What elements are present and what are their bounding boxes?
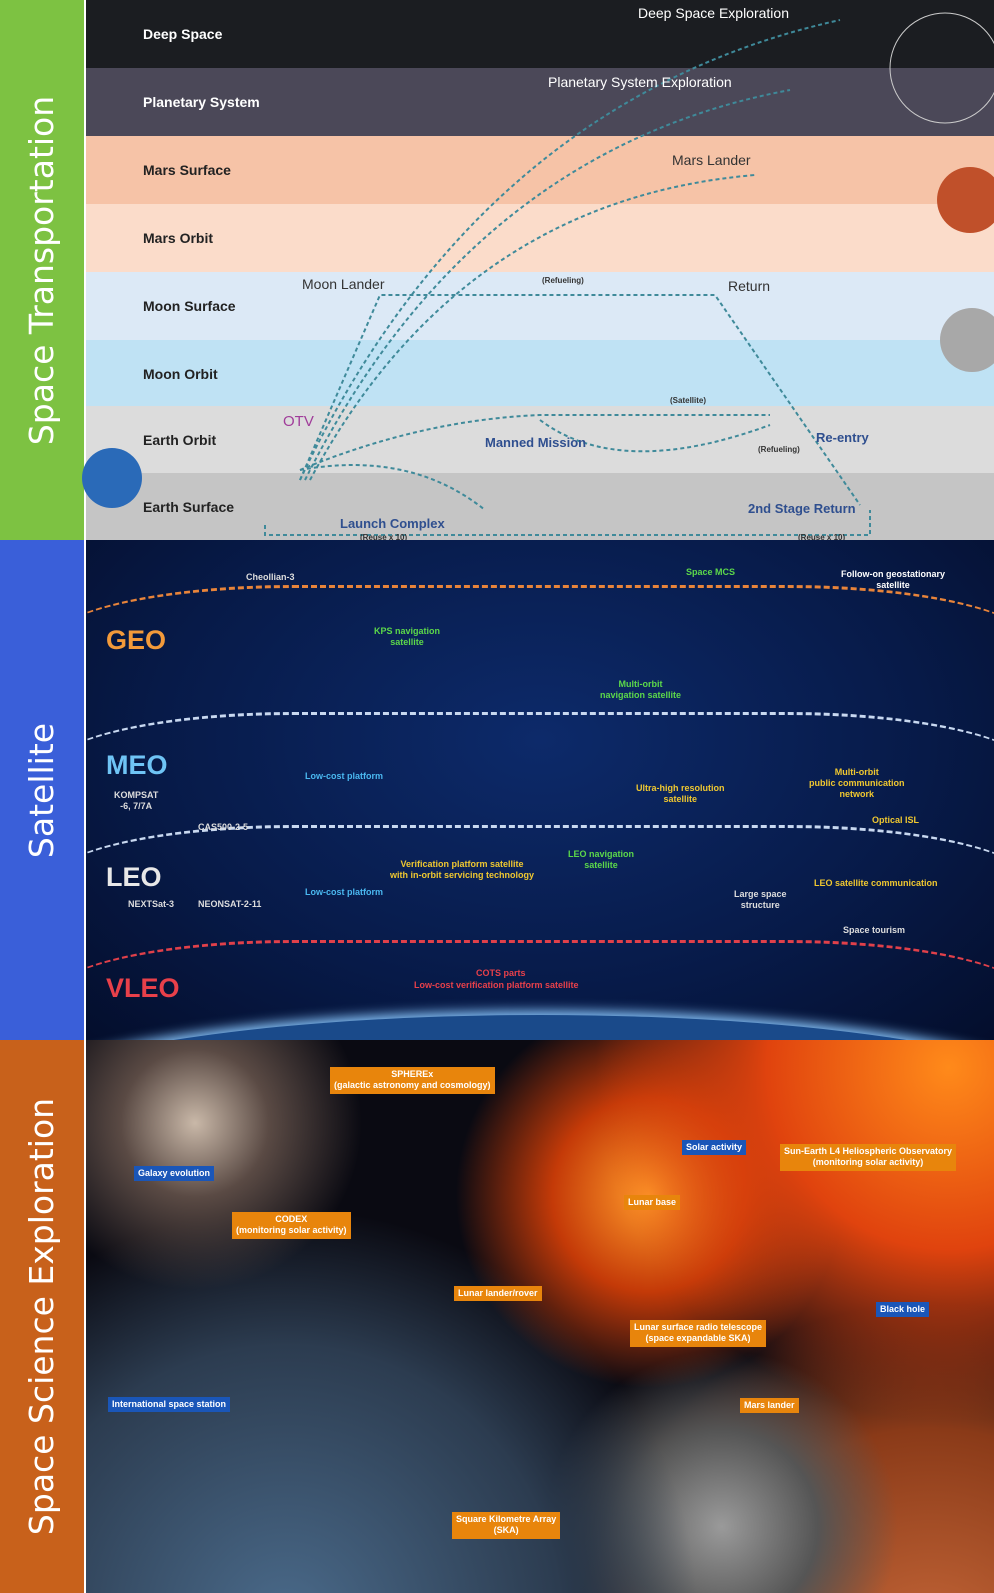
label-kps: KPS navigation satellite: [374, 626, 441, 647]
satellite-panel: GEO MEO LEO VLEO Cheollian-3 KPS navigat…: [86, 540, 994, 1040]
label-space-tourism: Space tourism: [843, 925, 906, 935]
row-mars-surface: Mars Surface: [86, 136, 994, 204]
label-lunar-base: Lunar base: [624, 1195, 681, 1211]
label-launch-complex: Launch Complex: [340, 516, 445, 531]
label-refueling: (Refueling): [542, 276, 584, 285]
label-ska: Square Kilometre Array (SKA): [452, 1512, 561, 1539]
row-moon-orbit: Moon Orbit: [86, 340, 994, 408]
row-earth-surface: Earth Surface: [86, 473, 994, 540]
label-neonsat: NEONSAT-2-11: [198, 899, 262, 909]
label-deep-space-exploration: Deep Space Exploration: [638, 5, 789, 21]
label-satellite: (Satellite): [670, 396, 707, 405]
label-spherex: SPHEREx (galactic astronomy and cosmolog…: [330, 1067, 495, 1094]
label-cots: COTS parts: [476, 968, 526, 978]
label-manned-mission: Manned Mission: [485, 435, 587, 450]
row-moon-surface: Moon Surface: [86, 272, 994, 340]
label-moon-lander: Moon Lander: [302, 276, 385, 292]
label-l4: Sun-Earth L4 Heliospheric Observatory (m…: [780, 1144, 957, 1171]
label-iss: International space station: [108, 1397, 231, 1413]
trajectory-lines: [82, 12, 994, 536]
label-low-cost-verif: Low-cost verification platform satellite: [414, 980, 579, 990]
label-return: Return: [728, 278, 771, 294]
label-mars-lander-exp: Mars lander: [740, 1398, 799, 1414]
label-reuse-1: (Reuse x 10): [360, 533, 408, 542]
label-low-cost-1: Low-cost platform: [305, 771, 383, 781]
label-reuse-2: (Reuse x 10): [798, 533, 846, 542]
label-codex: CODEX (monitoring solar activity): [232, 1212, 351, 1239]
label-cheollian: Cheollian-3: [246, 572, 295, 582]
label-radio-telescope: Lunar surface radio telescope (space exp…: [630, 1320, 767, 1347]
label-refueling-2: (Refueling): [758, 445, 800, 454]
label-follow-on: Follow-on geostationary satellite: [841, 569, 946, 590]
section-label-transportation: Space Transportation: [0, 0, 86, 540]
row-planetary: Planetary System: [86, 68, 994, 136]
orbit-leo: LEO: [106, 862, 162, 892]
orbit-meo: MEO: [106, 750, 168, 780]
label-cas500: CAS500-2-5: [198, 822, 249, 832]
label-uhr: Ultra-high resolution satellite: [636, 783, 725, 804]
label-solar: Solar activity: [682, 1140, 747, 1156]
leo-orbit: [86, 825, 994, 945]
row-earth-orbit: Earth Orbit: [86, 406, 994, 474]
section-label-exploration: Space Science Exploration: [0, 1040, 86, 1593]
label-leo-nav: LEO navigation satellite: [568, 849, 635, 870]
label-otv: OTV: [283, 413, 314, 430]
orbit-geo: GEO: [106, 625, 167, 655]
label-multi-orbit-comm: Multi-orbit public communication network: [809, 767, 905, 799]
label-nextsat: NEXTSat-3: [128, 899, 175, 909]
row-deep-space: Deep Space: [86, 0, 994, 68]
label-verification: Verification platform satellite with in-…: [390, 859, 535, 880]
label-lunar-lander: Lunar lander/rover: [454, 1286, 542, 1302]
label-2nd-stage-return: 2nd Stage Return: [748, 501, 856, 516]
label-large-structure: Large space structure: [734, 889, 787, 910]
label-black-hole: Black hole: [876, 1302, 930, 1318]
label-optical-isl: Optical ISL: [872, 815, 920, 825]
label-space-mcs: Space MCS: [686, 567, 736, 577]
label-mars-lander: Mars Lander: [672, 152, 751, 168]
label-leo-comm: LEO satellite communication: [814, 878, 938, 888]
label-low-cost-2: Low-cost platform: [305, 887, 383, 897]
section-label-satellite: Satellite: [0, 540, 86, 1040]
meo-orbit: [86, 712, 994, 832]
label-galaxy: Galaxy evolution: [134, 1166, 215, 1182]
vleo-orbit: [86, 940, 994, 1040]
exploration-panel: SPHEREx (galactic astronomy and cosmolog…: [86, 1040, 994, 1593]
label-kompsat: KOMPSAT -6, 7/7A: [114, 790, 159, 811]
label-reentry: Re-entry: [816, 430, 869, 445]
label-multi-orbit-nav: Multi-orbit navigation satellite: [600, 679, 682, 700]
label-planetary-exploration: Planetary System Exploration: [548, 74, 732, 90]
geo-orbit: [86, 585, 994, 705]
orbit-vleo: VLEO: [106, 973, 180, 1003]
